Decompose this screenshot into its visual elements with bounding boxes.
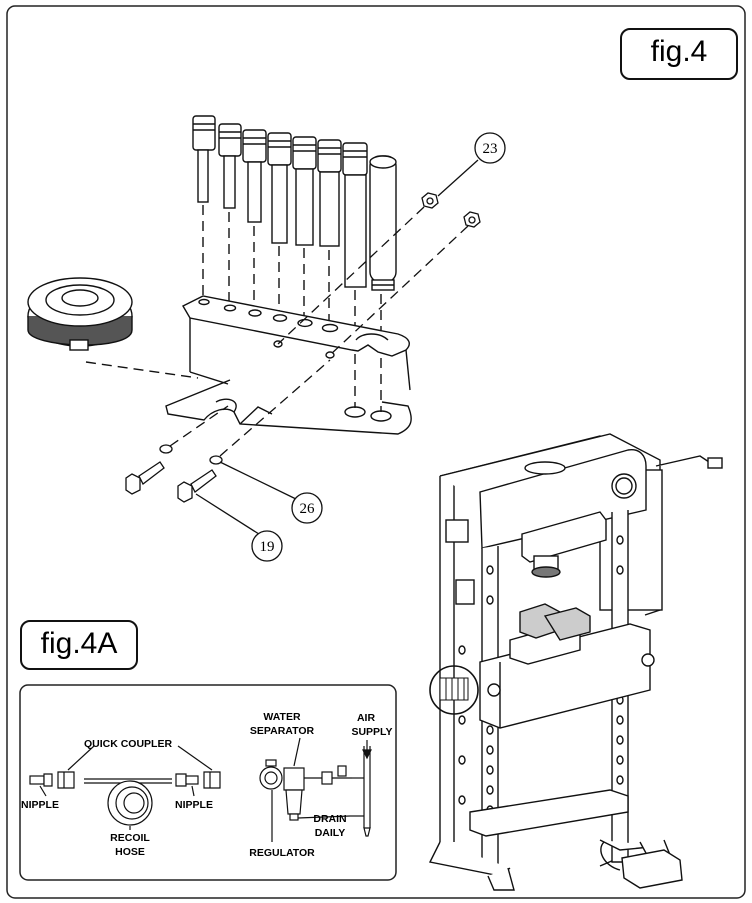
shop-press [428, 433, 723, 891]
water-separator-label-line2: SEPARATOR [250, 725, 315, 737]
pin-rack-bracket [165, 295, 412, 435]
fig-4-label: fig.4 [620, 28, 738, 80]
callout-19: 19 [260, 539, 275, 555]
water-separator-label-line1: WATER [263, 711, 301, 723]
recoil-hose-label-line2: HOSE [115, 846, 145, 858]
nipple-left-label: NIPPLE [21, 799, 59, 811]
air-supply-label-line1: AIR [357, 712, 376, 724]
air-supply-label-line2: SUPPLY [351, 726, 392, 738]
knurled-adapter [27, 277, 199, 379]
pin-7 [342, 142, 368, 408]
regulator-label: REGULATOR [249, 847, 315, 859]
fig-4a-label: fig.4A [20, 620, 138, 670]
inset-drawing [29, 737, 372, 842]
pin-1 [192, 115, 216, 300]
callout-23: 23 [483, 141, 498, 157]
nipple-right-label: NIPPLE [175, 799, 213, 811]
quick-coupler-label: QUICK COUPLER [84, 738, 173, 750]
pin-set [192, 115, 397, 412]
drain-daily-label-line2: DAILY [315, 827, 346, 839]
pin-6 [317, 139, 342, 327]
recoil-hose-label-line1: RECOIL [110, 832, 150, 844]
pin-8 [369, 155, 397, 412]
pin-3 [242, 129, 267, 310]
pin-4 [267, 132, 292, 316]
pin-2 [218, 123, 242, 305]
callout-26: 26 [300, 501, 316, 517]
outer-frame [6, 5, 746, 899]
hardware-bolts [125, 359, 331, 562]
pin-5 [292, 136, 317, 322]
drain-daily-label-line1: DRAIN [313, 813, 346, 825]
hardware-23 [277, 132, 506, 356]
